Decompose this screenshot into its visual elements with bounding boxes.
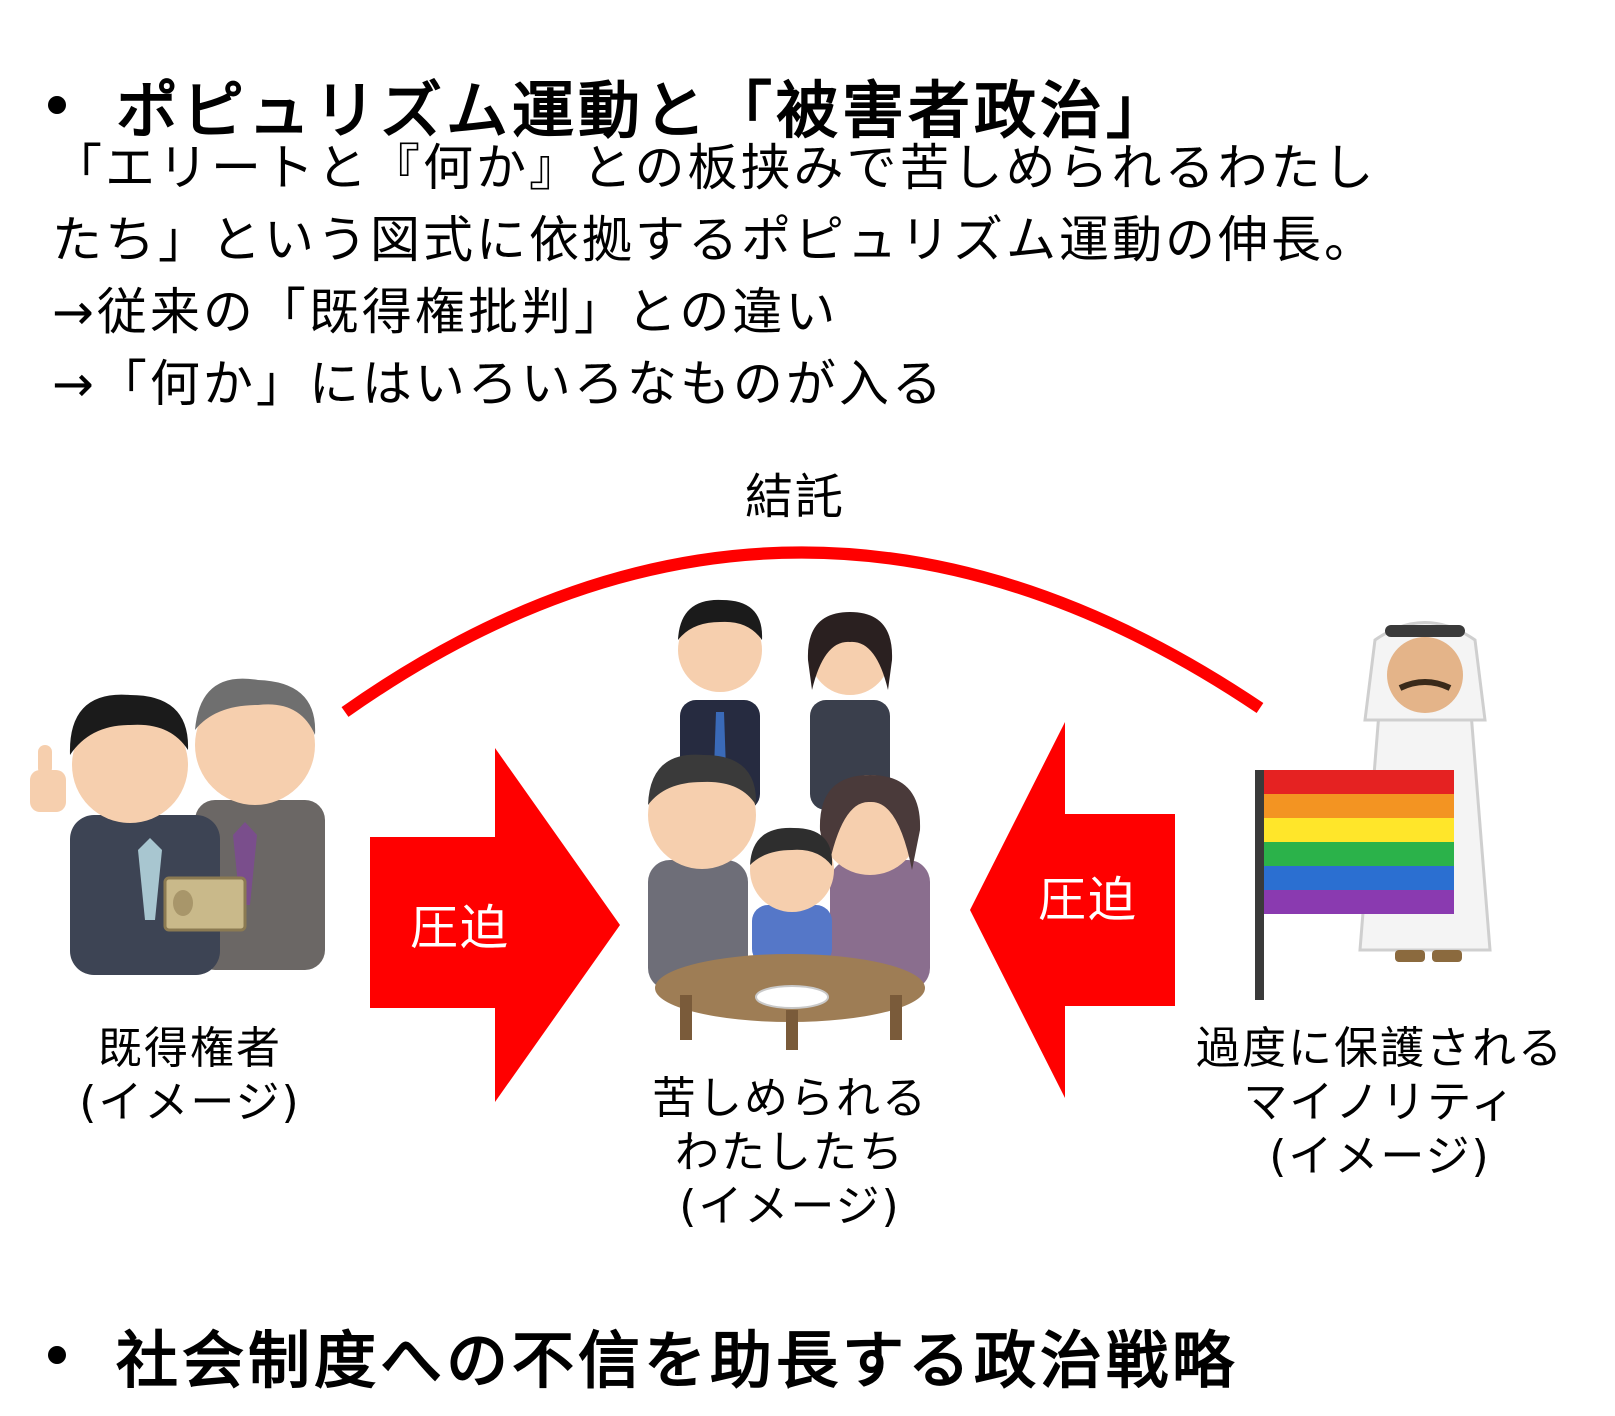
family-illustration <box>648 599 930 1050</box>
right-arrow-label: 圧迫 <box>1038 872 1139 928</box>
us-label-line1: 苦しめられる <box>652 1073 928 1124</box>
establishment-label-line1: 既得権者 <box>98 1023 282 1074</box>
minority-illustration <box>1255 621 1492 1000</box>
body-line-1: 「エリートと『何か』との板挟みで苦しめられるわたし <box>52 139 1377 197</box>
bullet-icon <box>48 1346 66 1364</box>
right-oppression-arrow <box>970 722 1175 1098</box>
collusion-arc <box>341 546 1264 717</box>
heading-1: ポピュリズム運動と「被害者政治」 <box>116 74 1173 147</box>
minority-label: 過度に保護される マイノリティ (イメージ) <box>1160 1022 1600 1184</box>
us-label-line2: わたしたち <box>675 1127 905 1178</box>
us-label: 苦しめられる わたしたち (イメージ) <box>620 1072 960 1234</box>
body-line-4: →「何か」にはいろいろなものが入る <box>52 355 945 413</box>
bullet-icon <box>48 96 66 114</box>
establishment-label-line2: (イメージ) <box>79 1077 301 1128</box>
body-line-2: たち」という図式に依拠するポピュリズム運動の伸長。 <box>52 211 1377 269</box>
heading-2: 社会制度への不信を助長する政治戦略 <box>116 1324 1239 1397</box>
heading-row-2: 社会制度への不信を助長する政治戦略 <box>48 1310 1238 1400</box>
left-arrow-label: 圧迫 <box>410 900 511 956</box>
body-line-3: →従来の「既得権批判」との違い <box>52 283 839 341</box>
minority-label-line2: マイノリティ <box>1243 1077 1517 1128</box>
left-oppression-arrow <box>370 748 620 1102</box>
establishment-illustration <box>30 678 325 975</box>
us-label-line3: (イメージ) <box>679 1181 901 1232</box>
minority-label-line3: (イメージ) <box>1269 1131 1491 1182</box>
minority-label-line1: 過度に保護される <box>1196 1023 1564 1074</box>
collusion-label: 結託 <box>745 469 846 525</box>
establishment-label: 既得権者 (イメージ) <box>60 1022 320 1130</box>
heading-row-1: ポピュリズム運動と「被害者政治」 <box>48 60 1172 150</box>
